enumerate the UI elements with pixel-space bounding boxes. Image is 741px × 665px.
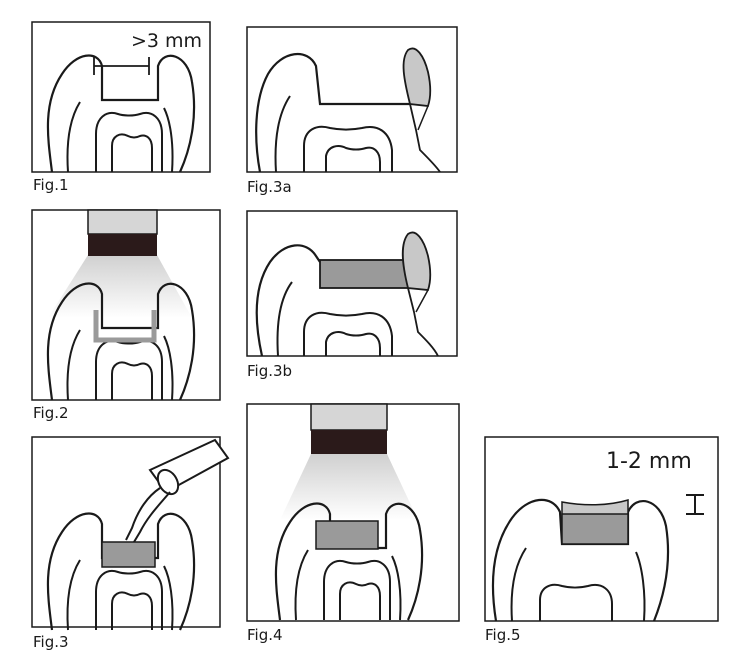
fig1-label: Fig.1 [33,176,69,194]
fig3a-panel [246,26,458,173]
fig1-width-annotation: >3 mm [131,30,203,52]
fig4-panel [246,403,460,622]
fig3-label: Fig.3 [33,633,69,651]
fig2-panel [31,209,221,402]
fig5-label: Fig.5 [485,626,521,644]
fig5-panel [484,436,719,622]
fig5-depth-annotation: 1-2 mm [606,449,692,474]
fig3-panel [31,436,230,632]
fig1-panel [31,21,211,174]
fig2-label: Fig.2 [33,404,69,422]
fig3b-label: Fig.3b [247,362,293,380]
fig3a-label: Fig.3a [247,178,292,196]
fig4-label: Fig.4 [247,626,283,644]
fig3b-panel [246,210,458,357]
